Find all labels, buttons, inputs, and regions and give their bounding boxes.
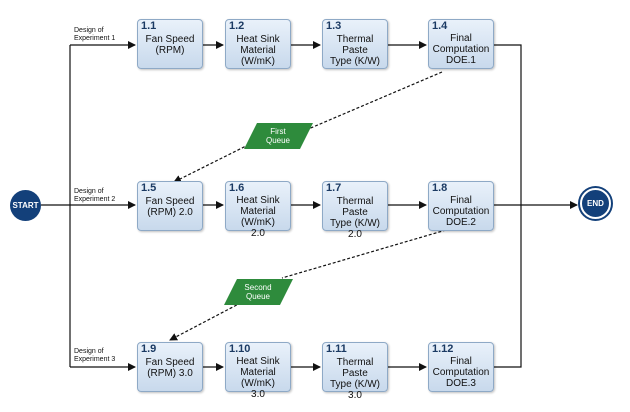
end-node: END (580, 188, 611, 219)
queue1-dashed-out (173, 139, 259, 183)
step-text: Fan Speed (RPM) 3.0 (145, 357, 195, 379)
step-text: Fan Speed (RPM) (145, 34, 195, 56)
step-text: Heat Sink Material (W/mK) 3.0 (236, 356, 280, 400)
step-box-heat-sink-1: 1.2 Heat Sink Material (W/mK) (225, 19, 291, 69)
step-text: Final Computation DOE.2 (432, 195, 490, 228)
step-number: 1.1 (141, 20, 157, 32)
step-number: 1.4 (432, 20, 448, 32)
step-text: Final Computation DOE.3 (432, 356, 490, 389)
step-box-final-computation-1: 1.4 Final Computation DOE.1 (428, 19, 494, 69)
first-queue-label: First Queue (265, 127, 291, 145)
step-box-heat-sink-2: 1.6 Heat Sink Material (W/mK) 2.0 (225, 181, 291, 239)
step-text: Thermal Paste Type (K/W) 3.0 (329, 357, 380, 401)
step-number: 1.12 (432, 343, 454, 355)
step-number: 1.8 (432, 182, 448, 194)
row3-label: Design of Experiment 3 (74, 348, 116, 363)
step-text: Fan Speed (RPM) 2.0 (145, 196, 195, 218)
first-queue-shape (244, 123, 313, 149)
queue2-dashed-in (281, 229, 447, 279)
step-number: 1.2 (229, 20, 245, 32)
step-box-thermal-paste-3: 1.11 Thermal Paste Type (K/W) 3.0 (322, 342, 388, 401)
row2-label: Design of Experiment 2 (74, 188, 116, 203)
second-queue-shape (224, 279, 293, 305)
start-node: START (10, 190, 41, 221)
step-text: Heat Sink Material (W/mK) 2.0 (236, 195, 280, 239)
step-number: 1.3 (326, 20, 342, 32)
step-text: Thermal Paste Type (K/W) 2.0 (329, 196, 380, 240)
step-text: Thermal Paste Type (K/W) (329, 34, 380, 67)
second-queue-label: Second Queue (244, 283, 272, 301)
row1-label: Design of Experiment 1 (74, 27, 116, 42)
step-box-fan-speed-2: 1.5 Fan Speed (RPM) 2.0 (137, 181, 203, 231)
step-text: Heat Sink Material (W/mK) (236, 34, 280, 67)
row1-exit-line (494, 44, 522, 205)
step-number: 1.9 (141, 343, 157, 355)
step-box-final-computation-2: 1.8 Final Computation DOE.2 (428, 181, 494, 231)
step-box-heat-sink-3: 1.10 Heat Sink Material (W/mK) 3.0 (225, 342, 291, 400)
step-box-final-computation-3: 1.12 Final Computation DOE.3 (428, 342, 494, 392)
step-number: 1.6 (229, 182, 245, 194)
step-box-fan-speed-1: 1.1 Fan Speed (RPM) (137, 19, 203, 69)
queue1-dashed-in (305, 71, 443, 131)
step-number: 1.11 (326, 343, 347, 355)
step-number: 1.5 (141, 182, 157, 194)
step-box-thermal-paste-2: 1.7 Thermal Paste Type (K/W) 2.0 (322, 181, 388, 240)
step-box-fan-speed-3: 1.9 Fan Speed (RPM) 3.0 (137, 342, 203, 392)
step-box-thermal-paste-1: 1.3 Thermal Paste Type (K/W) (322, 19, 388, 69)
row3-exit-line (494, 205, 522, 368)
step-text: Final Computation DOE.1 (432, 33, 490, 66)
step-number: 1.10 (229, 343, 251, 355)
step-number: 1.7 (326, 182, 342, 194)
